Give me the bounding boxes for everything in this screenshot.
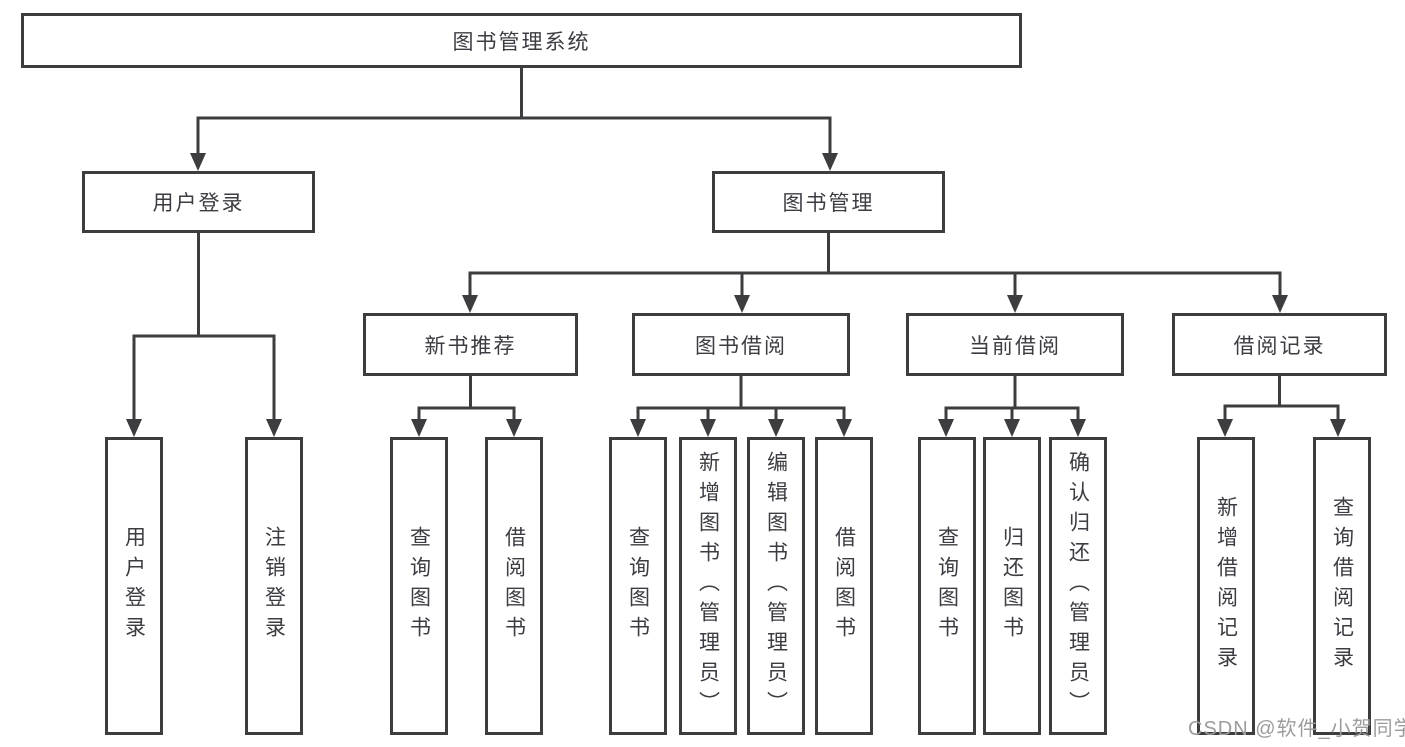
- node-new-book-recommend-label: 新书推荐: [424, 334, 517, 358]
- leaf-borrow-books-1-label: 借阅图书: [502, 526, 526, 646]
- leaf-add-books-admin: 新增图书（管理员）: [679, 437, 737, 735]
- leaf-user-login: 用户登录: [105, 437, 163, 735]
- leaf-add-borrow-record-label: 新增借阅记录: [1214, 496, 1238, 676]
- leaf-query-books-2: 查询图书: [609, 437, 667, 735]
- node-library-system-label: 图书管理系统: [452, 30, 591, 54]
- leaf-confirm-return-admin-label: 确认归还（管理员）: [1066, 451, 1090, 721]
- leaf-borrow-books-2-label: 借阅图书: [832, 526, 856, 646]
- leaf-query-books-2-label: 查询图书: [626, 526, 650, 646]
- leaf-return-books: 归还图书: [983, 437, 1041, 735]
- node-user-login: 用户登录: [82, 171, 315, 233]
- node-book-borrowing-label: 图书借阅: [695, 334, 787, 358]
- leaf-borrow-books-1: 借阅图书: [485, 437, 543, 735]
- leaf-query-books-1: 查询图书: [390, 437, 448, 735]
- leaf-return-books-label: 归还图书: [1000, 526, 1024, 646]
- leaf-logout: 注销登录: [245, 437, 303, 735]
- node-current-borrowing: 当前借阅: [906, 313, 1124, 376]
- leaf-confirm-return-admin: 确认归还（管理员）: [1049, 437, 1107, 735]
- leaf-logout-label: 注销登录: [262, 526, 286, 646]
- node-library-system: 图书管理系统: [21, 13, 1022, 68]
- csdn-watermark: CSDN @软件_小贺同学: [1188, 718, 1405, 740]
- node-borrow-records: 借阅记录: [1172, 313, 1387, 376]
- node-borrow-records-label: 借阅记录: [1233, 334, 1326, 358]
- node-book-management-label: 图书管理: [782, 192, 875, 215]
- leaf-edit-books-admin: 编辑图书（管理员）: [747, 437, 805, 735]
- node-new-book-recommend: 新书推荐: [363, 313, 578, 376]
- leaf-add-borrow-record: 新增借阅记录: [1197, 437, 1255, 735]
- leaf-add-books-admin-label: 新增图书（管理员）: [696, 451, 720, 721]
- leaf-edit-books-admin-label: 编辑图书（管理员）: [764, 451, 788, 721]
- leaf-query-borrow-record-label: 查询借阅记录: [1330, 496, 1354, 676]
- node-book-management: 图书管理: [712, 171, 945, 233]
- node-user-login-label: 用户登录: [152, 192, 245, 215]
- leaf-user-login-label: 用户登录: [122, 526, 146, 646]
- node-book-borrowing: 图书借阅: [632, 313, 850, 376]
- leaf-query-books-3-label: 查询图书: [935, 526, 959, 646]
- leaf-borrow-books-2: 借阅图书: [815, 437, 873, 735]
- node-current-borrowing-label: 当前借阅: [969, 334, 1061, 358]
- leaf-query-books-1-label: 查询图书: [407, 526, 431, 646]
- leaf-query-books-3: 查询图书: [918, 437, 976, 735]
- leaf-query-borrow-record: 查询借阅记录: [1313, 437, 1371, 735]
